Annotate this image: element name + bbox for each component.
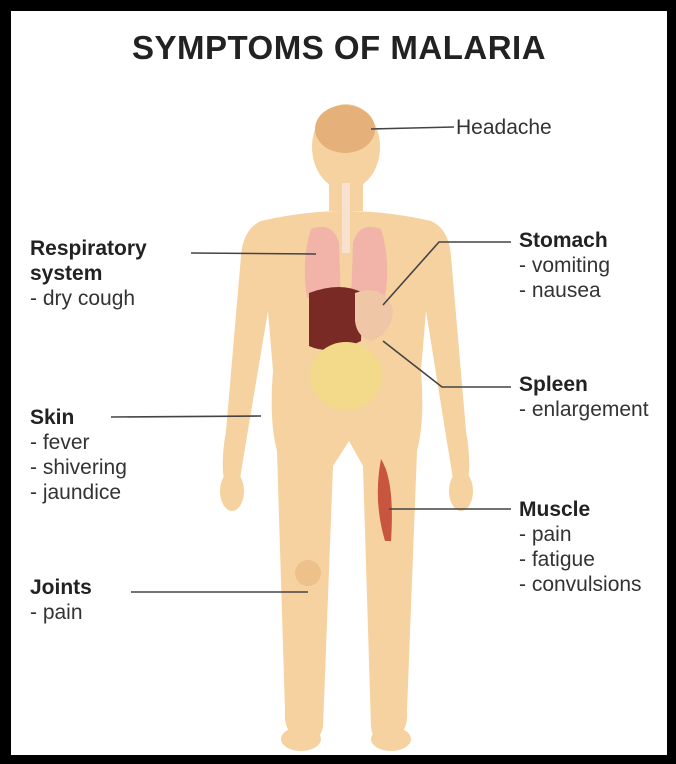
- intestine-shape: [310, 342, 382, 410]
- joints-label: Joints - pain: [30, 575, 92, 625]
- joints-heading: Joints: [30, 575, 92, 600]
- trachea-shape: [342, 183, 350, 253]
- stomach-heading: Stomach: [519, 228, 610, 253]
- skin-leader: [111, 416, 261, 417]
- skin-heading: Skin: [30, 405, 127, 430]
- poster-frame: SYMPTOMS OF MALARIA: [8, 8, 670, 758]
- stomach-item: - nausea: [519, 278, 610, 303]
- joints-item: - pain: [30, 600, 92, 625]
- stomach-label: Stomach - vomiting - nausea: [519, 228, 610, 303]
- muscle-label: Muscle - pain - fatigue - convulsions: [519, 497, 642, 597]
- respiratory-label: Respiratory system - dry cough: [30, 236, 147, 311]
- muscle-item: - pain: [519, 522, 642, 547]
- respiratory-heading-line1: Respiratory: [30, 236, 147, 261]
- headache-label: Headache: [456, 115, 552, 140]
- skin-label: Skin - fever - shivering - jaundice: [30, 405, 127, 505]
- headache-heading: Headache: [456, 116, 552, 139]
- respiratory-heading-line2: system: [30, 261, 147, 286]
- skin-item: - fever: [30, 430, 127, 455]
- respiratory-item: - dry cough: [30, 286, 147, 311]
- muscle-item: - convulsions: [519, 572, 642, 597]
- spleen-label: Spleen - enlargement: [519, 372, 649, 422]
- muscle-item: - fatigue: [519, 547, 642, 572]
- liver-shape: [309, 287, 363, 350]
- stomach-item: - vomiting: [519, 253, 610, 278]
- skin-item: - shivering: [30, 455, 127, 480]
- respiratory-leader: [191, 253, 316, 254]
- muscle-heading: Muscle: [519, 497, 642, 522]
- brain-shape: [315, 105, 375, 153]
- spleen-item: - enlargement: [519, 397, 649, 422]
- headache-leader: [371, 127, 454, 129]
- knee-shape: [295, 560, 321, 586]
- skin-item: - jaundice: [30, 480, 127, 505]
- spleen-heading: Spleen: [519, 372, 649, 397]
